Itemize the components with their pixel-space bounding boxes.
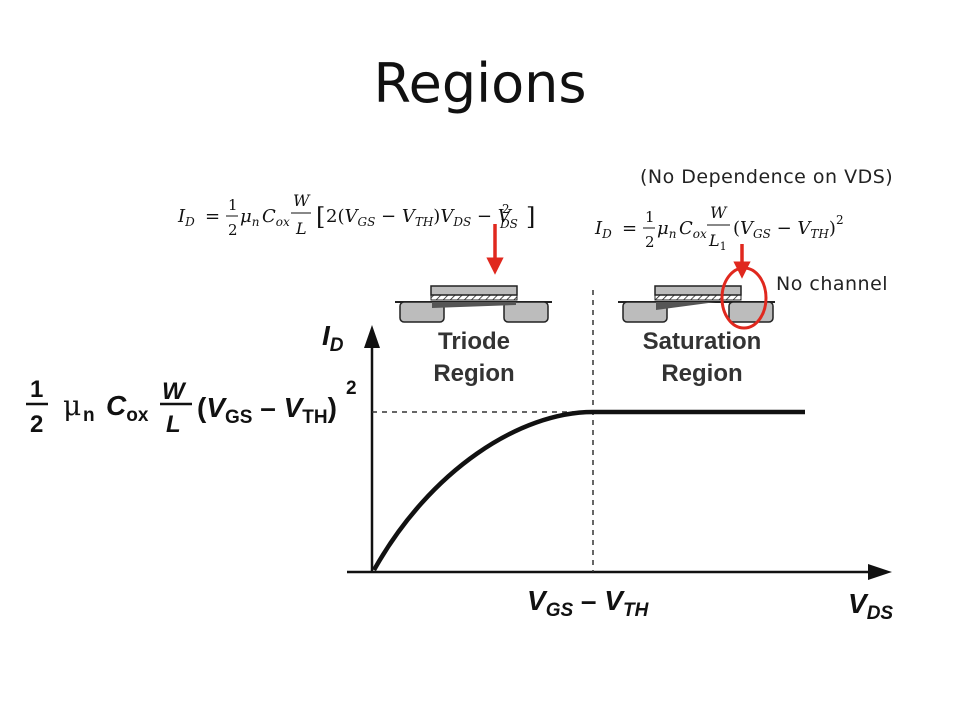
svg-text:L: L bbox=[295, 219, 307, 238]
svg-text:2: 2 bbox=[346, 378, 357, 399]
svg-text:μn: μn bbox=[240, 206, 259, 229]
x-axis-arrow-icon bbox=[868, 564, 892, 580]
note-no-channel: No channel bbox=[776, 273, 889, 295]
svg-text:W: W bbox=[162, 378, 187, 405]
triode-region-label-line1: Triode bbox=[438, 328, 510, 355]
saturation-region-label-line2: Region bbox=[661, 360, 742, 387]
svg-text:1: 1 bbox=[30, 376, 43, 403]
svg-text:1: 1 bbox=[645, 208, 655, 226]
saturation-equation: ID = 1 2 μn Cox W L1 (VGS − VTH) 2 bbox=[594, 203, 844, 253]
triode-mosfet-icon bbox=[395, 285, 552, 323]
svg-text:2: 2 bbox=[645, 233, 655, 251]
svg-text:]: ] bbox=[526, 203, 535, 231]
svg-text:L1: L1 bbox=[708, 231, 727, 253]
svg-text:μn: μn bbox=[657, 218, 676, 241]
svg-text:W: W bbox=[710, 203, 728, 222]
svg-text:2: 2 bbox=[836, 213, 844, 227]
note-no-dependence: (No Dependence on VDS) bbox=[640, 166, 894, 188]
svg-text:2: 2 bbox=[228, 221, 238, 239]
svg-text:L: L bbox=[166, 411, 181, 438]
saturation-current-label: 1 2 μ n Cox W L (VGS – VTH) 2 bbox=[26, 376, 357, 438]
svg-text:W: W bbox=[293, 191, 311, 210]
svg-text:Cox: Cox bbox=[262, 206, 290, 229]
svg-text:ID: ID bbox=[594, 218, 612, 241]
y-axis-arrow-icon bbox=[364, 325, 380, 348]
svg-text:2: 2 bbox=[502, 202, 510, 216]
id-vds-curve bbox=[372, 409, 805, 572]
svg-text:Cox: Cox bbox=[106, 390, 149, 426]
svg-text:1: 1 bbox=[228, 196, 238, 214]
svg-text:2(VGS − VTH)VDS − V: 2(VGS − VTH)VDS − V bbox=[326, 206, 513, 229]
saturation-mosfet-icon bbox=[618, 285, 775, 323]
pinch-off-highlight bbox=[720, 266, 768, 330]
axes bbox=[347, 325, 892, 580]
svg-text:[: [ bbox=[316, 203, 325, 231]
svg-text:ID: ID bbox=[177, 206, 195, 229]
triode-equation: ID = 1 2 μn Cox W L [ 2(VGS − VTH)VDS − … bbox=[177, 191, 535, 239]
svg-text:DS: DS bbox=[499, 217, 518, 231]
svg-text:n: n bbox=[83, 405, 95, 426]
slide-title: Regions bbox=[373, 52, 587, 115]
svg-text:(VGS − VTH): (VGS − VTH) bbox=[733, 218, 836, 241]
svg-text:2: 2 bbox=[30, 411, 43, 438]
x-axis-label: VDS bbox=[848, 588, 893, 624]
x-tick-label: VGS – VTH bbox=[527, 585, 650, 621]
triode-region-label-line2: Region bbox=[433, 360, 514, 387]
svg-text:=: = bbox=[205, 206, 220, 227]
svg-text:μ: μ bbox=[63, 389, 81, 422]
svg-text:(VGS – VTH): (VGS – VTH) bbox=[197, 392, 337, 428]
svg-text:Cox: Cox bbox=[679, 218, 707, 241]
y-axis-label: ID bbox=[322, 320, 344, 356]
saturation-region-label-line1: Saturation bbox=[643, 328, 762, 355]
svg-text:=: = bbox=[622, 218, 637, 239]
